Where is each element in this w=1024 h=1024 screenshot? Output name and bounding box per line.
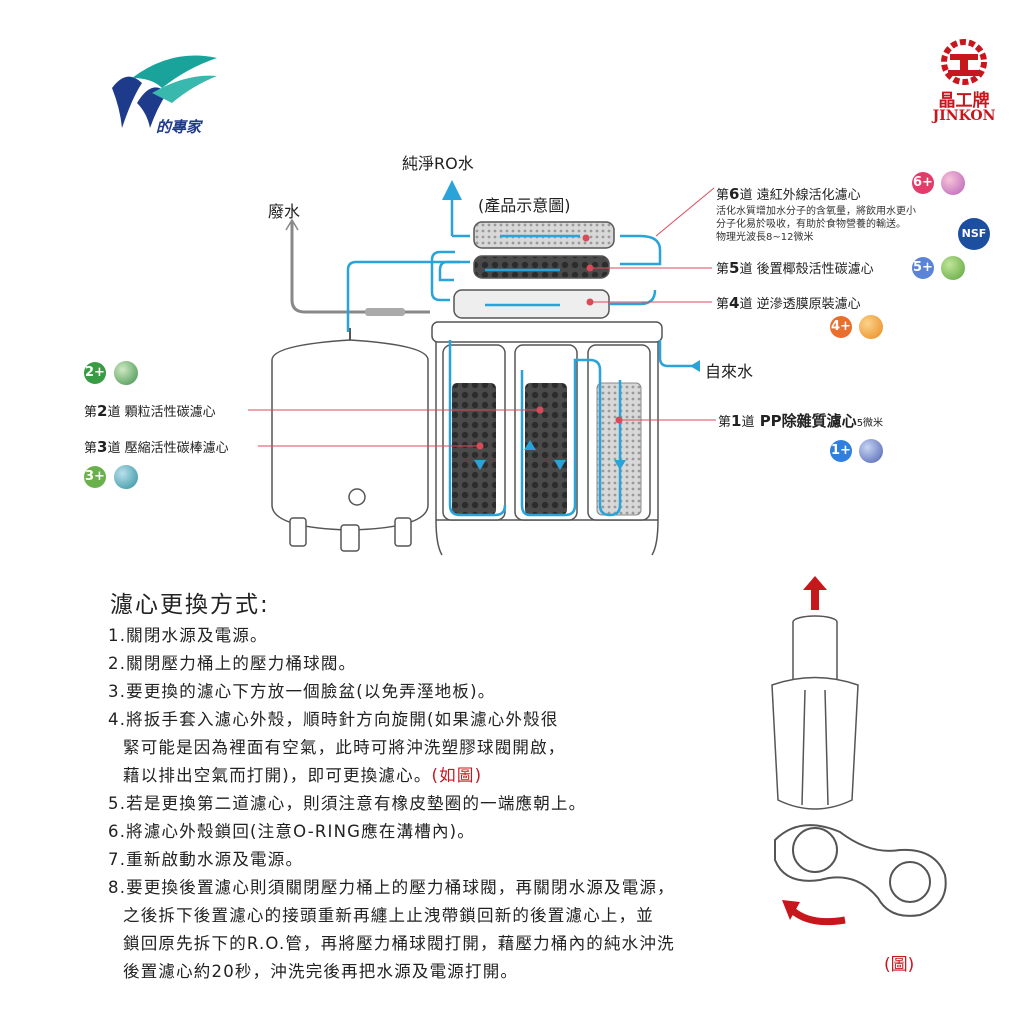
- tap-water-label: 自來水: [705, 362, 754, 381]
- stage1-media-icon: [859, 439, 883, 463]
- stage2-label: 第2道 顆粒活性碳濾心: [84, 402, 216, 420]
- flow-arrows: [446, 190, 700, 470]
- stage1-label: 第1道 PP除雜質濾心5微米: [718, 412, 884, 430]
- stage6-media-icon: [941, 171, 965, 195]
- step-5: 5.若是更換第二道濾心，則須注意有橡皮墊圈的一端應朝上。: [108, 794, 587, 813]
- filter-housing-icon: [771, 615, 859, 810]
- stage3-media-icon: [114, 465, 138, 489]
- stage4-media-icon: [859, 315, 883, 339]
- water-expert-logo: 的專家: [92, 48, 222, 148]
- pure-water-label: 純淨RO水: [402, 154, 474, 173]
- stage6-label: 第6道 遠紅外線活化濾心: [716, 185, 861, 203]
- rotate-arrow-icon: [782, 900, 846, 926]
- step-6: 6.將濾心外殼鎖回(注意O-RING應在溝槽內)。: [108, 822, 475, 841]
- stage4-label: 第4道 逆滲透膜原裝濾心: [716, 294, 861, 312]
- stage1-badge: 1+: [830, 440, 852, 462]
- pressure-tank: [271, 328, 429, 552]
- stage5-media-icon: [941, 256, 965, 280]
- diagram-title: (產品示意圖): [478, 196, 571, 215]
- instructions-list: 1.關閉水源及電源。 2.關閉壓力桶上的壓力桶球閥。 3.要更換的濾心下方放一個…: [108, 622, 768, 986]
- filter-replacement-figure: [771, 576, 947, 926]
- step-4: 4.將扳手套入濾心外殼，順時針方向旋開(如果濾心外殼很: [108, 710, 559, 729]
- figure-caption: (圖): [884, 955, 915, 975]
- stage3-badge: 3+: [84, 466, 106, 488]
- see-figure-link: (如圖): [431, 766, 483, 785]
- stage2-media-icon: [114, 361, 138, 385]
- waste-water-line: [290, 222, 430, 314]
- step-7: 7.重新啟動水源及電源。: [108, 850, 304, 869]
- stage4-badge: 4+: [830, 316, 852, 338]
- waste-water-label: 廢水: [268, 202, 301, 221]
- wrench-icon: [774, 824, 947, 917]
- water-logo-icon: [112, 55, 217, 128]
- step-8: 8.要更換後置濾心則須關閉壓力桶上的壓力桶球閥，再關閉水源及電源，: [108, 878, 675, 897]
- stage6-badge: 6+: [912, 172, 934, 194]
- brand-name-cn: 晶工牌: [938, 91, 990, 111]
- stage6-description: 活化水質增加水分子的含氧量，將飲用水更小 分子化易於吸收，有助於食物營養的輸送。…: [716, 206, 916, 243]
- step-8-cont-1: 之後拆下後置濾心的接頭重新再纏上止洩帶鎖回新的後置濾心上，並: [123, 906, 654, 925]
- brand-name-en: JINKON: [932, 108, 996, 124]
- step-4-cont-2: 藉以排出空氣而打開)，即可更換濾心。(如圖): [123, 766, 483, 785]
- stage2-badge: 2+: [84, 362, 106, 384]
- stage5-label: 第5道 後置椰殼活性碳濾心: [716, 259, 874, 277]
- step-8-cont-3: 後置濾心約20秒，沖洗完後再把水源及電源打開。: [123, 962, 519, 981]
- instructions-heading: 濾心更換方式:: [110, 592, 270, 618]
- step-3: 3.要更換的濾心下方放一個臉盆(以免弄溼地板)。: [108, 682, 496, 701]
- jinkon-logo: 晶工牌 JINKON: [924, 38, 1004, 133]
- nsf-certification-badge: NSF: [958, 218, 990, 250]
- flow-restrictor: [365, 308, 405, 316]
- ro-system-diagram: [248, 180, 716, 556]
- step-2: 2.關閉壓力桶上的壓力桶球閥。: [108, 654, 357, 673]
- step-1: 1.關閉水源及電源。: [108, 626, 268, 645]
- step-4-cont-1: 緊可能是因為裡面有空氣，此時可將沖洗塑膠球閥開啟，: [123, 738, 566, 757]
- up-arrow-icon: [803, 576, 827, 610]
- leader-lines: [248, 187, 716, 450]
- logo-tagline: 的專家: [156, 118, 202, 136]
- water-flow-lines: [346, 180, 695, 517]
- stage3-label: 第3道 壓縮活性碳棒濾心: [84, 438, 229, 456]
- stage5-badge: 5+: [912, 257, 934, 279]
- step-8-cont-2: 鎖回原先拆下的R.O.管，再將壓力桶球閥打開，藉壓力桶內的純水沖洗: [123, 934, 675, 953]
- gear-logo-icon: [941, 39, 987, 85]
